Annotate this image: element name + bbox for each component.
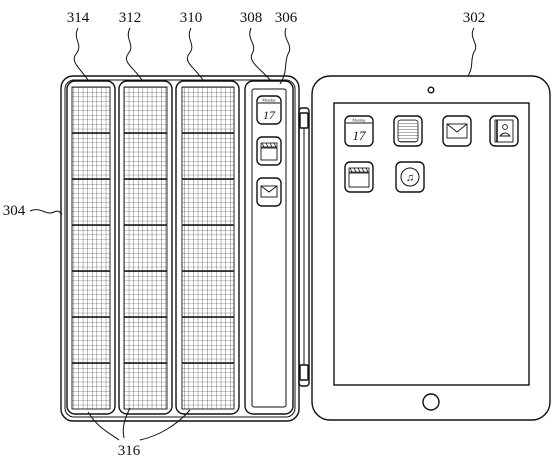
- screen-mail-icon: [442, 115, 472, 147]
- tablet-device: [311, 75, 551, 421]
- svg-text:♫: ♫: [406, 172, 414, 184]
- ref-label-302: 302: [463, 10, 486, 26]
- screen-calendar-day: 17: [353, 128, 367, 143]
- cover-panel-314: [66, 80, 116, 415]
- strip-clapper-icon: [256, 136, 282, 166]
- cover-display-strip: [244, 80, 294, 415]
- screen-calendar-icon: Monday 17: [344, 115, 374, 147]
- screen-calendar-month: Monday: [352, 118, 365, 123]
- strip-calendar-day: 17: [263, 108, 276, 122]
- screen-video-icon: [344, 161, 374, 193]
- ref-label-310: 310: [180, 10, 203, 26]
- ref-label-316: 316: [118, 443, 141, 459]
- strip-calendar-month: Monday: [262, 98, 275, 103]
- ref-label-312: 312: [119, 10, 142, 26]
- screen-music-icon: ♫: [395, 161, 425, 193]
- strip-mail-icon: [256, 177, 282, 207]
- hinge: [298, 107, 310, 387]
- strip-calendar-icon: Monday 17: [256, 95, 282, 125]
- ref-label-306: 306: [275, 10, 298, 26]
- ref-label-304: 304: [3, 203, 26, 219]
- cover-panel-310: [175, 80, 240, 415]
- ref-label-308: 308: [240, 10, 263, 26]
- ref-label-314: 314: [67, 10, 90, 26]
- cover-panel-312: [118, 80, 173, 415]
- screen-contacts-icon: [489, 115, 519, 147]
- screen-notes-icon: [393, 115, 423, 147]
